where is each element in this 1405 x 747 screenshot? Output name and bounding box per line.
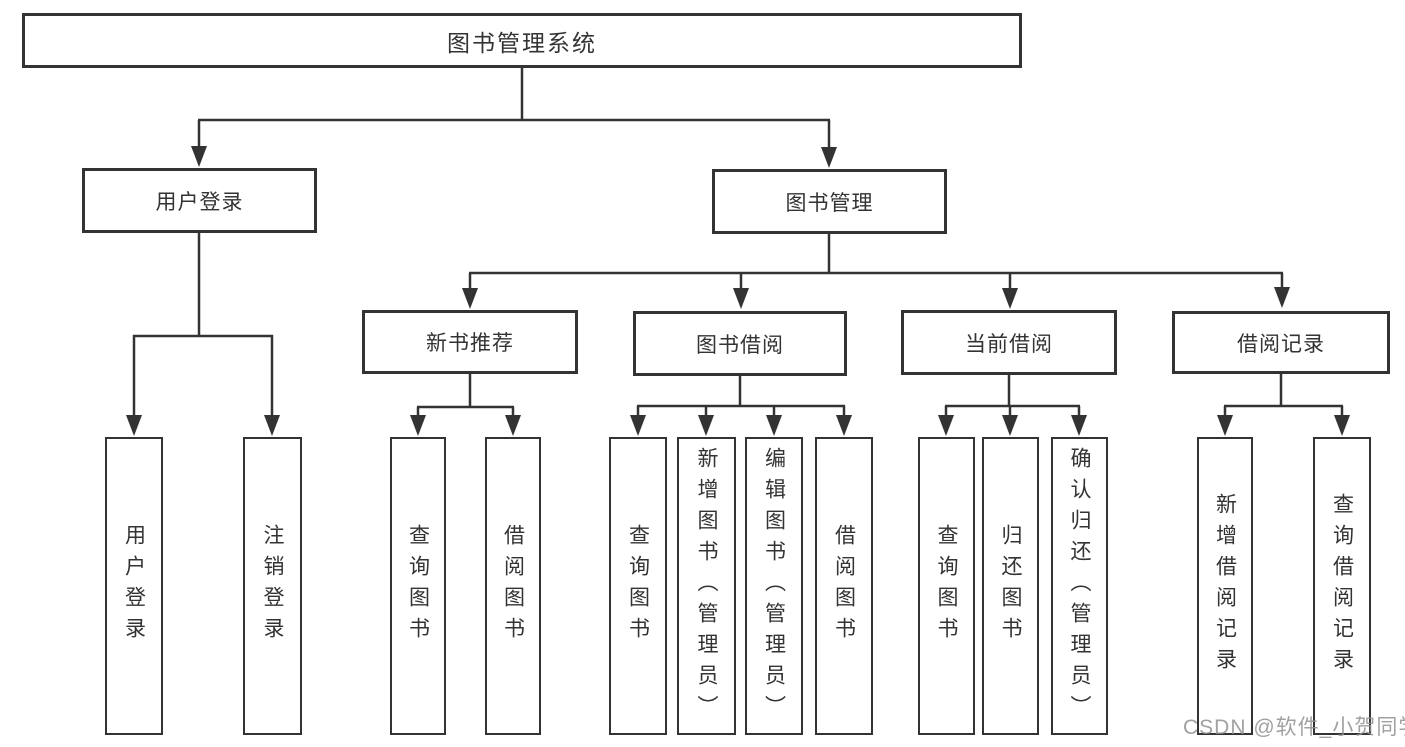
- leaf-recommend-borrow-book-label: 借阅图书: [501, 524, 525, 648]
- leaf-current-confirm-return-admin-label: 确认归还（管理员）: [1068, 446, 1091, 726]
- leaf-logout-login-label: 注销登录: [261, 524, 284, 648]
- leaf-borrowing-borrow-book-label: 借阅图书: [832, 524, 856, 648]
- leaf-recommend-query-book-label: 查询图书: [406, 524, 430, 648]
- node-user-login: 用户登录: [82, 168, 317, 233]
- node-borrowing-records: 借阅记录: [1172, 311, 1390, 374]
- leaf-borrowing-query-book-label: 查询图书: [626, 524, 650, 648]
- leaf-current-return-book-label: 归还图书: [999, 524, 1022, 648]
- leaf-borrowing-borrow-book: 借阅图书: [815, 437, 873, 735]
- leaf-records-add-borrow-record: 新增借阅记录: [1197, 437, 1253, 735]
- leaf-logout-login: 注销登录: [243, 437, 302, 735]
- leaf-user-login-label: 用户登录: [122, 524, 146, 648]
- leaf-current-query-book-label: 查询图书: [935, 524, 958, 648]
- watermark-text: CSDN @软件_小贺同学: [1183, 716, 1405, 739]
- leaf-borrowing-query-book: 查询图书: [609, 437, 667, 735]
- node-book-borrowing: 图书借阅: [633, 311, 847, 376]
- leaf-current-return-book: 归还图书: [982, 437, 1039, 735]
- leaf-borrowing-edit-book-admin-label: 编辑图书（管理员）: [762, 446, 786, 726]
- leaf-borrowing-add-book-admin-label: 新增图书（管理员）: [695, 446, 718, 726]
- leaf-current-confirm-return-admin: 确认归还（管理员）: [1051, 437, 1108, 735]
- leaf-borrowing-edit-book-admin: 编辑图书（管理员）: [745, 437, 803, 735]
- node-new-book-recommendation: 新书推荐: [362, 310, 578, 374]
- leaf-user-login: 用户登录: [105, 437, 163, 735]
- leaf-records-query-borrow-record-label: 查询借阅记录: [1330, 493, 1354, 679]
- leaf-records-query-borrow-record: 查询借阅记录: [1313, 437, 1371, 735]
- leaf-current-query-book: 查询图书: [918, 437, 975, 735]
- leaf-records-add-borrow-record-label: 新增借阅记录: [1213, 493, 1237, 679]
- node-book-management: 图书管理: [712, 169, 947, 234]
- node-library-management-system: 图书管理系统: [22, 13, 1022, 68]
- leaf-recommend-borrow-book: 借阅图书: [485, 437, 541, 735]
- node-current-borrowing: 当前借阅: [901, 310, 1117, 375]
- leaf-recommend-query-book: 查询图书: [390, 437, 446, 735]
- leaf-borrowing-add-book-admin: 新增图书（管理员）: [677, 437, 736, 735]
